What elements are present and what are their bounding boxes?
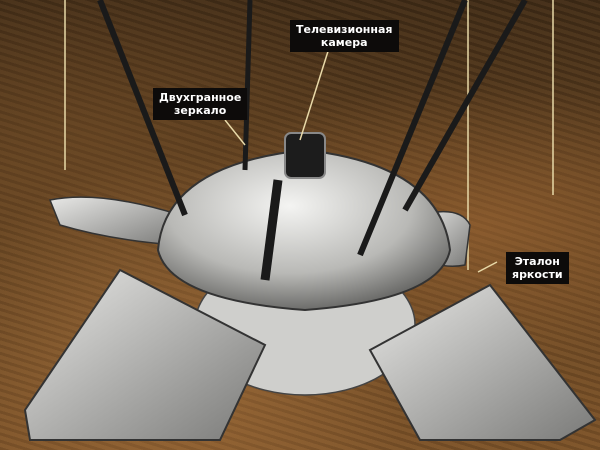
label-line: камера — [320, 36, 368, 49]
label-dihedral-mirror: Двухгранное зеркало — [153, 88, 248, 120]
label-brightness-standard: Эталон яркости — [506, 252, 569, 284]
label-tv-camera: Телевизионная камера — [290, 20, 399, 52]
label-line: яркости — [512, 268, 563, 281]
label-line: Двухгранное — [159, 91, 242, 104]
label-line: зеркало — [174, 104, 227, 117]
label-line: Телевизионная — [296, 23, 393, 36]
label-line: Эталон — [514, 255, 560, 268]
